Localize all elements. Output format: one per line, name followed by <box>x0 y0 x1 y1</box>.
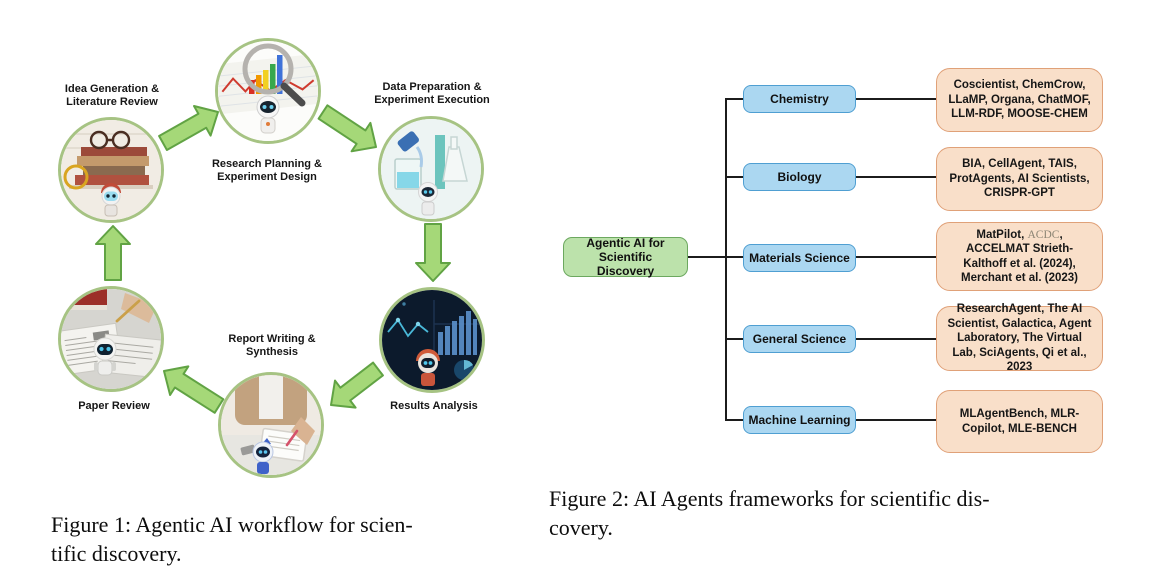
root-to-trunk-line <box>688 256 743 258</box>
category-node-machine-learning: Machine Learning <box>743 406 856 434</box>
workflow-step-circle-results-analysis <box>379 287 485 393</box>
trunk-to-machine-learning-line <box>725 419 743 421</box>
workflow-step-circle-research-planning <box>215 38 321 144</box>
frameworks-materials-post: , ACCELMAT Strieth-Kalthoff et al. (2024… <box>961 228 1078 285</box>
general-to-frameworks-line <box>856 338 936 340</box>
chart-magnifier-robot-image <box>218 41 318 141</box>
workflow-label-report-writing: Report Writing & Synthesis <box>228 333 316 358</box>
figure1-caption-line2: tific discovery. <box>51 541 182 566</box>
trunk-to-chemistry-line <box>725 98 743 100</box>
frameworks-list-general-science: ResearchAgent, The AI Scientist, Galacti… <box>947 303 1092 374</box>
workflow-step-circle-data-preparation <box>378 116 484 222</box>
workflow-label-data-preparation: Data Preparation & Experiment Execution <box>374 81 490 106</box>
arrow-idea-to-research <box>158 105 219 151</box>
category-node-chemistry: Chemistry <box>743 85 856 113</box>
frameworks-materials-pre: MatPilot, <box>976 228 1028 241</box>
figure2-caption-line1: Figure 2: AI Agents frameworks for scien… <box>549 486 990 511</box>
biology-to-frameworks-line <box>856 176 936 178</box>
chemistry-to-frameworks-line <box>856 98 936 100</box>
frameworks-materials-acdc: ACDC <box>1027 228 1060 241</box>
frameworks-list-machine-learning: MLAgentBench, MLR-Copilot, MLE-BENCH <box>959 408 1080 435</box>
workflow-label-paper-review: Paper Review <box>78 400 150 412</box>
workflow-label-idea-generation: Idea Generation & Literature Review <box>64 83 160 108</box>
workflow-label-research-planning: Research Planning & Experiment Design <box>211 158 323 183</box>
workflow-step-circle-report-writing <box>218 372 324 478</box>
books-and-robot-image <box>61 120 161 220</box>
category-node-biology: Biology <box>743 163 856 191</box>
figure1-caption-line1: Figure 1: Agentic AI workflow for scien- <box>51 512 413 537</box>
tree-trunk-line <box>725 98 727 421</box>
figure1-caption: Figure 1: Agentic AI workflow for scien-… <box>51 510 471 568</box>
frameworks-box-chemistry: Coscientist, ChemCrow, LLaMP, Organa, Ch… <box>936 68 1103 132</box>
frameworks-box-materials-science: MatPilot, ACDC, ACCELMAT Strieth-Kalthof… <box>936 222 1103 291</box>
figure2-caption: Figure 2: AI Agents frameworks for scien… <box>549 484 1139 542</box>
workflow-step-circle-idea-generation <box>58 117 164 223</box>
dark-analytics-robot-image <box>382 290 482 390</box>
frameworks-box-biology: BIA, CellAgent, TAIS, ProtAgents, AI Sci… <box>936 147 1103 211</box>
lab-glassware-robot-image <box>381 119 481 219</box>
frameworks-box-machine-learning: MLAgentBench, MLR-Copilot, MLE-BENCH <box>936 390 1103 453</box>
root-node-agentic-ai: Agentic AI for Scientific Discovery <box>563 236 688 278</box>
arrow-data-to-results <box>415 223 451 282</box>
person-writing-robot-image <box>221 375 321 475</box>
workflow-step-circle-paper-review <box>58 286 164 392</box>
category-node-general-science: General Science <box>743 325 856 353</box>
frameworks-list-chemistry: Coscientist, ChemCrow, LLaMP, Organa, Ch… <box>948 79 1091 121</box>
materials-to-frameworks-line <box>856 256 936 258</box>
arrow-research-to-data <box>317 104 377 153</box>
frameworks-list-biology: BIA, CellAgent, TAIS, ProtAgents, AI Sci… <box>949 158 1090 200</box>
arrow-paper-to-idea <box>95 225 131 281</box>
ml-to-frameworks-line <box>856 419 936 421</box>
trunk-to-biology-line <box>725 176 743 178</box>
category-node-materials-science: Materials Science <box>743 244 856 272</box>
trunk-to-general-science-line <box>725 338 743 340</box>
frameworks-list-materials-science: MatPilot, ACDC, ACCELMAT Strieth-Kalthof… <box>946 228 1093 286</box>
newspapers-robot-image <box>61 289 161 389</box>
figure2-caption-line2: covery. <box>549 515 613 540</box>
workflow-label-results-analysis: Results Analysis <box>390 400 478 412</box>
frameworks-box-general-science: ResearchAgent, The AI Scientist, Galacti… <box>936 303 1103 373</box>
